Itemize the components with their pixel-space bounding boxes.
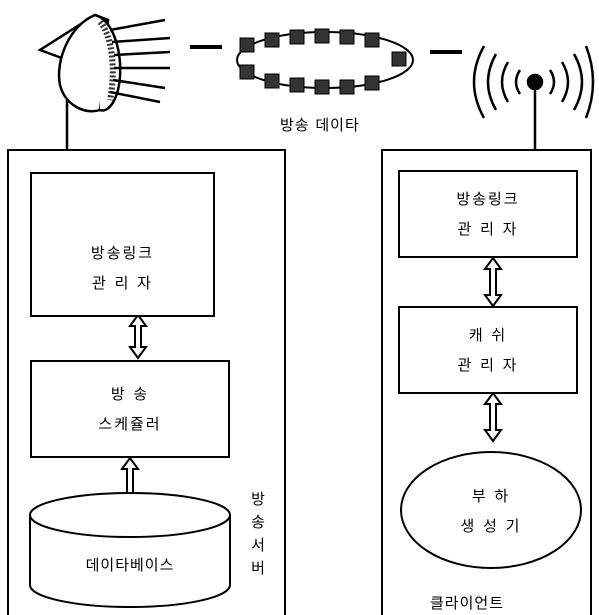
client-cache-line1: 캐 쉬 [468,326,508,344]
client-link-manager-line2: 관 리 자 [457,220,519,238]
packet [314,79,330,95]
packet [264,32,280,48]
packet [391,51,407,67]
broadcast-data-label: 방송 데이타 [280,116,360,134]
packet [364,75,380,91]
packet [339,29,355,45]
client-outer-box [381,149,592,615]
packet [289,77,305,93]
dish-antenna-icon [37,13,171,150]
double-arrow-icon [483,256,503,308]
client-load-generator-label: 부 하 생 성 기 [401,478,581,543]
server-vertical-char: 송 [251,513,265,531]
packet [364,32,380,48]
client-link-manager-box: 방송링크 관 리 자 [398,170,578,258]
server-scheduler-line1: 방 송 [110,385,150,403]
server-outer-box [7,149,286,615]
server-link-manager-box [30,172,215,317]
client-cache-line2: 관 리 자 [457,356,519,374]
client-load-gen-line2: 생 성 기 [460,516,522,535]
data-packet-chain [236,28,414,95]
server-vertical-char: 서 [251,536,265,554]
packet [264,73,280,89]
server-link-manager-line2: 관 리 자 [92,273,153,292]
double-arrow-icon [128,313,148,360]
arrows [120,256,503,507]
packet [239,64,255,80]
double-arrow-icon [483,391,503,443]
client-antenna-icon [472,45,595,150]
server-scheduler-line2: 스케쥴러 [98,415,162,433]
server-vertical-char: 방 [251,490,265,508]
server-link-manager-label: 방송링크 관 리 자 [30,235,215,300]
database-label: 데이타베이스 [85,556,175,574]
client-load-gen-line1: 부 하 [471,486,511,505]
load-generator-ellipse [400,451,582,569]
server-vertical-label: 방 송 서 버 [248,488,268,580]
server-link-manager-line1: 방송링크 [90,243,155,262]
client-link-manager-line1: 방송링크 [456,190,520,208]
server-scheduler-box: 방 송 스케쥴러 [30,360,230,458]
client-title: 클라이언트 [430,594,505,612]
packet [289,29,305,45]
packet [239,37,255,53]
client-cache-manager-box: 캐 쉬 관 리 자 [398,306,578,394]
packet [314,28,330,44]
server-vertical-char: 버 [251,559,265,577]
packet [339,79,355,95]
database-cylinder-icon [29,492,231,608]
